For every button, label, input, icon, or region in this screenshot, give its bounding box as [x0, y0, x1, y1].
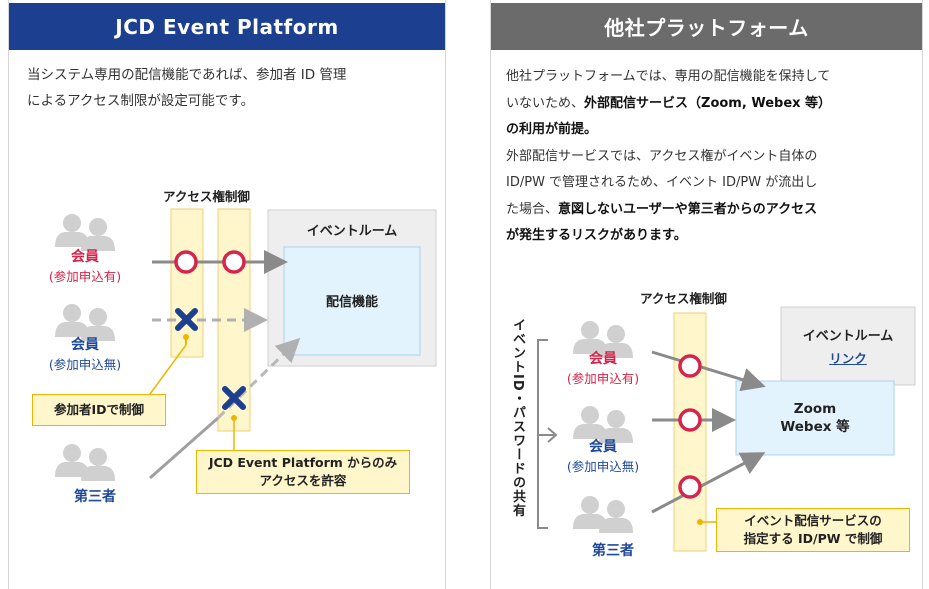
id-password-share-label: イベントID・パスワードの共有 — [510, 318, 525, 518]
other-description-line: 外部配信サービスでは、アクセス権がイベント自体の — [506, 148, 818, 164]
jcd-description: 当システム専用の配信機能であれば、参加者 ID 管理 によるアクセス制限が設定可… — [27, 62, 346, 114]
member-sub-label: (参加申込無) — [48, 357, 122, 372]
other-description-line: の利用が前提。 — [506, 122, 598, 137]
jcd-description-line: によるアクセス制限が設定可能です。 — [27, 93, 255, 109]
third-party-label-right: 第三者 — [592, 543, 634, 559]
streaming-label: 配信機能 — [325, 294, 378, 310]
member-label: 会員 — [71, 337, 99, 353]
member-sub-label: (参加申込有) — [48, 269, 122, 284]
event-room-label: イベントルーム — [306, 223, 398, 239]
other-description-line: 他社プラットフォームでは、専用の配信機能を保持して — [506, 69, 831, 84]
deny-cross — [222, 386, 246, 410]
zoom-webex-label: Zoom Webex 等 — [780, 401, 850, 435]
allow-circle — [174, 250, 198, 274]
other-description-line: た場合、意図しないユーザーや第三者からのアクセス — [506, 201, 818, 217]
third-party-label: 第三者 — [74, 489, 116, 505]
service-id-note: イベント配信サービスの 指定する ID/PW で制御 — [716, 508, 910, 552]
event-room-box-right — [780, 306, 916, 386]
other-description-line: いないため、外部配信サービス（Zoom, Webex 等） — [506, 95, 832, 111]
participant-id-note: 参加者IDで制御 — [32, 394, 166, 426]
zoom-box — [735, 380, 895, 456]
jcd-panel-title: JCD Event Platform — [9, 3, 445, 50]
other-description-line: が発生するリスクがあります。 — [506, 228, 687, 243]
member1-arrow-right — [651, 350, 766, 392]
third-party-arrow — [216, 337, 301, 420]
member-sub-label-right: (参加申込有) — [566, 371, 640, 386]
streaming-box — [283, 246, 421, 356]
jcd-only-note: JCD Event Platform からのみ アクセスを許容 — [196, 450, 410, 494]
access-control-label: アクセス権制御 — [163, 189, 250, 204]
other-description-line: ID/PW で管理されるため、イベント ID/PW が流出し — [506, 175, 818, 190]
allow-circle-right — [678, 354, 702, 378]
access-column-1 — [170, 208, 204, 358]
third-party-icon-right — [573, 496, 633, 533]
allow-circle-right — [678, 475, 702, 499]
event-room-link[interactable]: リンク — [829, 350, 867, 366]
deny-cross — [175, 308, 198, 331]
other-platform-title: 他社プラットフォーム — [491, 3, 922, 50]
member-sub-label-right: (参加申込無) — [566, 459, 640, 474]
event-room-label-right: イベントルーム — [802, 328, 894, 344]
member-label-right: 会員 — [589, 439, 617, 455]
allow-circle — [222, 250, 246, 274]
member-label: 会員 — [71, 249, 99, 265]
other-description: 他社プラットフォームでは、専用の配信機能を保持して いないため、外部配信サービス… — [506, 64, 831, 250]
third-party-icon — [55, 444, 115, 481]
third-party-arrow-right — [651, 452, 766, 514]
access-control-label-right: アクセス権制御 — [640, 291, 727, 306]
member-label-right: 会員 — [589, 351, 617, 367]
allow-circle-right — [678, 408, 702, 432]
access-column-right — [673, 312, 707, 552]
jcd-description-line: 当システム専用の配信機能であれば、参加者 ID 管理 — [27, 67, 347, 83]
